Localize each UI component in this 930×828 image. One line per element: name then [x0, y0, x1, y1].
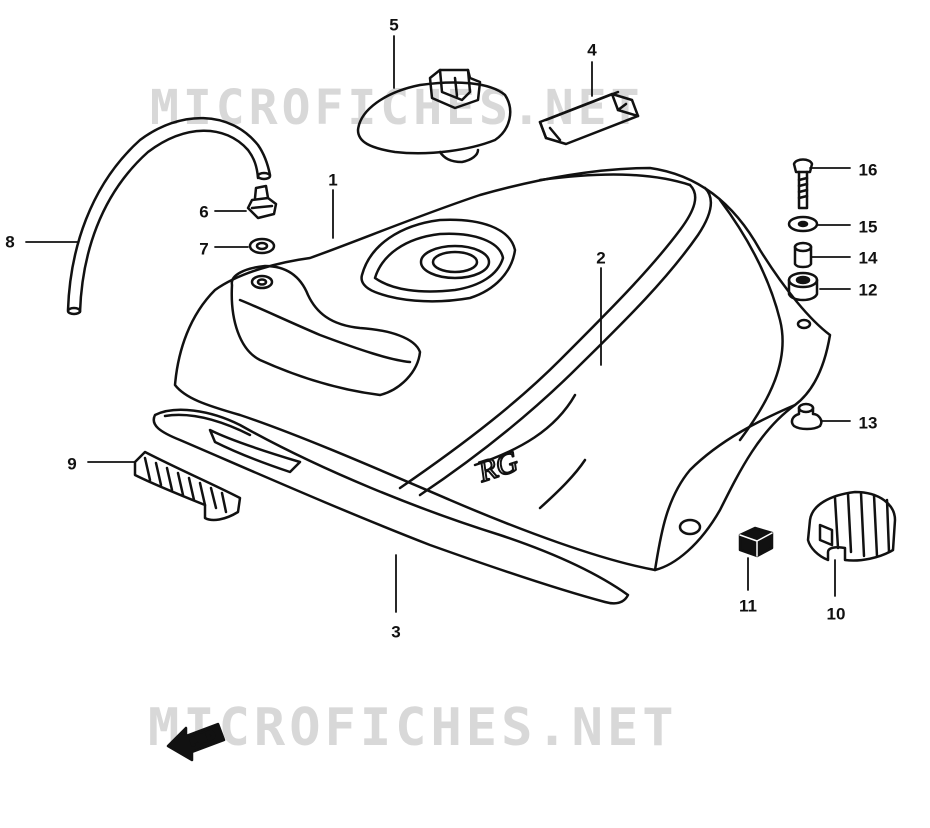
- cushion-12[interactable]: [787, 271, 819, 302]
- callout-15: 15: [858, 217, 878, 237]
- callout-13: 13: [858, 413, 878, 433]
- callout-12: 12: [858, 280, 878, 300]
- bolt[interactable]: [792, 158, 814, 210]
- callout-1: 1: [328, 170, 338, 190]
- cushion-13[interactable]: [790, 402, 823, 431]
- spacer[interactable]: [793, 241, 813, 269]
- drain-screw[interactable]: [246, 184, 278, 220]
- watermark-top: MICROFICHES.NET: [150, 80, 644, 136]
- breather-hose[interactable]: [66, 116, 272, 316]
- callout-9: 9: [67, 454, 77, 474]
- callout-14: 14: [858, 248, 878, 268]
- washer[interactable]: [248, 237, 276, 255]
- callout-7: 7: [199, 239, 209, 259]
- rubber-pad[interactable]: [133, 450, 242, 522]
- callout-8: 8: [5, 232, 15, 252]
- rubber-boot[interactable]: [806, 490, 897, 562]
- cushion-strip[interactable]: [152, 408, 630, 605]
- callout-3: 3: [391, 622, 401, 642]
- cap-gasket[interactable]: [538, 90, 640, 146]
- callout-11: 11: [739, 596, 757, 616]
- leader-lines: [25, 35, 851, 613]
- grommet-block[interactable]: [738, 526, 774, 558]
- washer-15[interactable]: [787, 215, 819, 233]
- fuel-cap[interactable]: [356, 68, 512, 164]
- callout-2: 2: [596, 248, 606, 268]
- callout-16: 16: [858, 160, 878, 180]
- callout-6: 6: [199, 202, 209, 222]
- callout-10: 10: [826, 604, 846, 624]
- forward-direction-marker: [166, 722, 226, 762]
- callout-5: 5: [389, 15, 399, 35]
- watermark-bottom: MICROFICHES.NET: [148, 698, 678, 758]
- fuel-tank[interactable]: [173, 166, 832, 572]
- callout-4: 4: [587, 40, 597, 60]
